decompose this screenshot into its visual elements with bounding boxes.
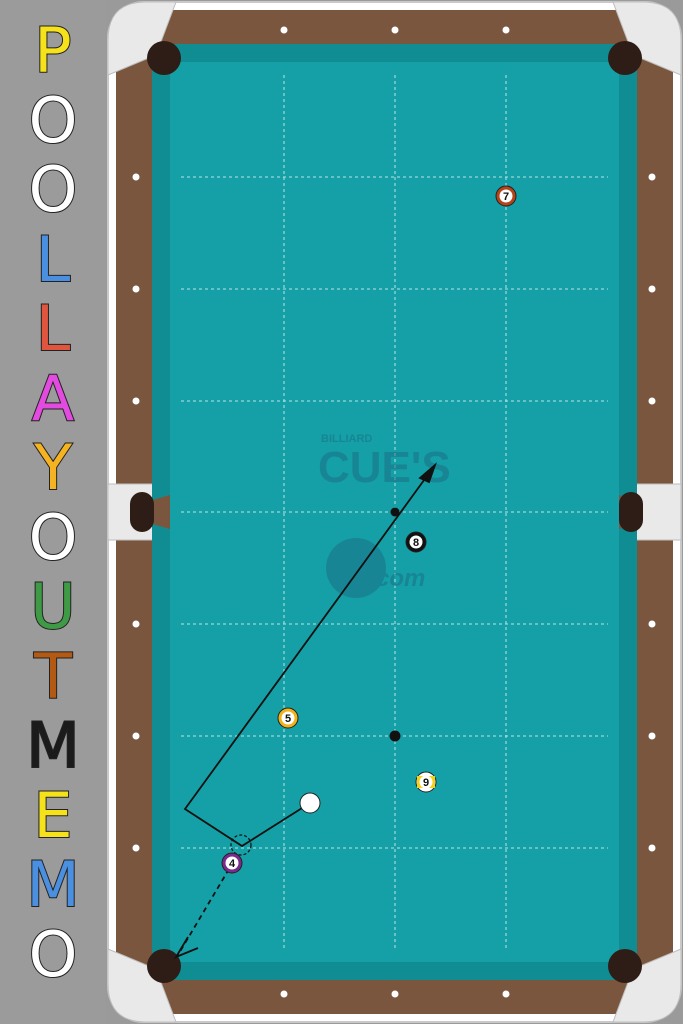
object-path-arrowhead bbox=[173, 936, 199, 959]
corner-plate-tr bbox=[612, 1, 682, 76]
pockets bbox=[130, 41, 643, 983]
ball-7[interactable]: 7 bbox=[495, 185, 517, 207]
diamond-grid bbox=[181, 75, 608, 949]
pocket-side-left bbox=[130, 492, 154, 532]
title-letter: M bbox=[25, 709, 81, 782]
pocket-side-right bbox=[619, 492, 643, 532]
balls-layer: 7 8 5 9 4 bbox=[221, 185, 517, 874]
title-letter: O bbox=[28, 500, 79, 574]
title-letter: T bbox=[33, 639, 73, 713]
corner-plate-tl bbox=[107, 1, 177, 76]
title-letter: Y bbox=[33, 431, 73, 504]
cushion-top bbox=[168, 44, 621, 62]
corner-plate-bl bbox=[107, 948, 177, 1023]
pocket-bottom-right bbox=[608, 949, 642, 983]
pool-table: BILLIARD CUE'S com 7 8 5 9 4 bbox=[107, 1, 682, 1023]
shot-path bbox=[173, 462, 437, 959]
ball-number: 8 bbox=[413, 537, 419, 549]
head-spot bbox=[389, 730, 401, 742]
cushion-right-bottom bbox=[619, 524, 637, 962]
rail-diamonds bbox=[132, 26, 656, 998]
ball-number: 5 bbox=[285, 713, 291, 725]
cue-path-line bbox=[183, 464, 436, 848]
ball-8[interactable]: 8 bbox=[405, 531, 427, 553]
ball-4[interactable]: 4 bbox=[221, 852, 243, 874]
title-letter: L bbox=[35, 292, 72, 365]
title-letter: P bbox=[33, 14, 72, 87]
title-letter: M bbox=[25, 848, 81, 921]
ball-9[interactable]: 9 bbox=[415, 771, 437, 793]
title-letter: O bbox=[28, 83, 79, 157]
ball-5[interactable]: 5 bbox=[277, 707, 299, 729]
logo-main-text: CUE'S bbox=[318, 443, 451, 492]
cushion-bottom bbox=[168, 962, 621, 980]
ball-number: 9 bbox=[423, 777, 429, 789]
logo-small-text: BILLIARD bbox=[321, 433, 372, 445]
ghost-ball bbox=[230, 834, 252, 856]
cue-ball[interactable] bbox=[299, 792, 321, 814]
ball-number: 4 bbox=[229, 858, 236, 870]
logo-sub-text: com bbox=[376, 565, 425, 592]
cue-path-arrowhead bbox=[418, 462, 437, 484]
pocket-top-right bbox=[608, 41, 642, 75]
title-letter: O bbox=[28, 153, 79, 226]
title-letter: O bbox=[28, 917, 79, 991]
title-letter: L bbox=[35, 222, 72, 296]
ball-number: 7 bbox=[503, 191, 509, 203]
cushion-left-bottom bbox=[152, 524, 170, 962]
title-letter: A bbox=[31, 361, 75, 435]
corner-plate-br bbox=[612, 948, 682, 1023]
center-spot bbox=[390, 507, 400, 517]
cushion-left-top bbox=[152, 62, 170, 500]
title-sidebar bbox=[0, 0, 106, 1024]
pocket-top-left bbox=[147, 41, 181, 75]
pocket-bottom-left bbox=[147, 949, 181, 983]
title-letter: U bbox=[29, 570, 76, 643]
cushion-right-top bbox=[619, 62, 637, 500]
title-letter: E bbox=[32, 778, 73, 852]
